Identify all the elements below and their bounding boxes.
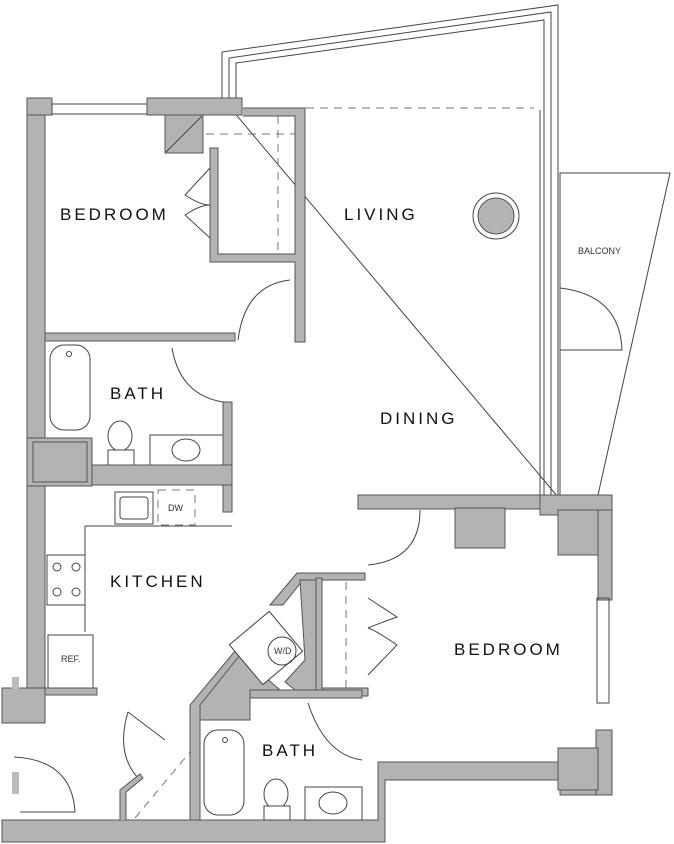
room-label-bath-2: BATH [262, 741, 319, 760]
wall-bath-kitchen [91, 464, 233, 486]
closet-bifold-door-2 [367, 597, 399, 676]
wall-nw [26, 97, 53, 116]
bedroom-door [237, 279, 291, 341]
wall-dining-bedroom [357, 494, 559, 510]
room-label-living: LIVING [344, 205, 418, 224]
wall-west [26, 97, 46, 689]
fixture-label-dishwasher: DW [168, 503, 183, 513]
closet-bifold-door [184, 167, 211, 239]
balcony-outline [559, 172, 671, 496]
toilet [107, 420, 133, 452]
sink [171, 438, 201, 462]
wall-north [146, 97, 243, 116]
bathtub-2 [203, 729, 245, 816]
bedroom-window [51, 103, 148, 115]
fixture-label-refrigerator: REF. [61, 654, 81, 664]
fixture-label-washer-dryer: W/D [274, 646, 292, 656]
range [46, 554, 86, 606]
refrigerator [47, 634, 94, 691]
closet-wall [209, 107, 306, 343]
bedroom-2-window [596, 597, 610, 704]
living-window-wall [221, 4, 559, 499]
wall-south [1, 761, 601, 843]
room-label-bedroom-1: BEDROOM [60, 205, 169, 224]
room-label-bedroom-2: BEDROOM [454, 640, 563, 659]
bath-2-door [307, 702, 363, 761]
entry-column [1, 687, 46, 724]
entry-door [13, 756, 76, 813]
bath-door [171, 347, 224, 403]
room-label-balcony: BALCONY [578, 246, 622, 256]
toilet-2 [263, 778, 289, 810]
bathtub [49, 344, 91, 431]
dishwasher [157, 489, 196, 526]
hvac-unit [454, 507, 506, 549]
room-label-kitchen: KITCHEN [110, 572, 206, 591]
wall-bed-bath [44, 332, 236, 342]
washer-dryer [228, 610, 304, 686]
bedroom-2-door [367, 509, 421, 566]
balcony-door [559, 287, 623, 351]
room-label-bath-1: BATH [110, 384, 167, 403]
room-label-dining: DINING [380, 409, 458, 428]
wall-bath-east [222, 401, 233, 513]
closet-door [123, 711, 166, 781]
column [472, 192, 520, 240]
